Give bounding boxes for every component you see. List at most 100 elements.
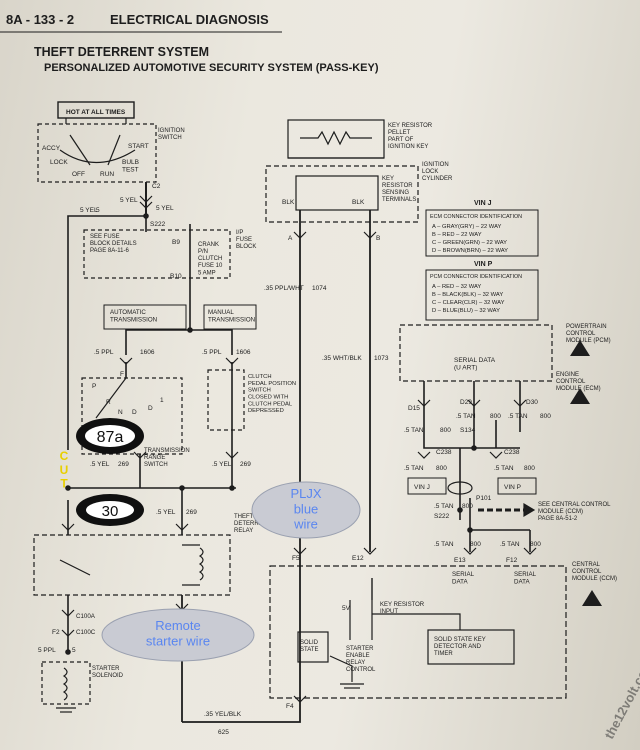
hot-at-all-times-box (57, 101, 135, 119)
splice-s222-b: S222 (434, 513, 450, 520)
pin-f5: F5 (292, 555, 300, 562)
gear-n: N (118, 409, 123, 416)
wire-ppl-left: .5 PPL (94, 349, 114, 356)
hot-label: HOT AT ALL TIMES (66, 109, 126, 116)
theft-deterrent-relay-box (33, 534, 231, 596)
pin-f4: F4 (286, 703, 294, 710)
pin-d29: D29 (460, 399, 472, 406)
vin-j-box: VIN J (414, 484, 430, 491)
page-number: 8A - 133 - 2 (6, 12, 74, 27)
circuit-800-2: 800 (490, 413, 501, 420)
circuit-800-4: 800 (436, 465, 447, 472)
relay-circuit-269: 269 (186, 509, 197, 516)
pcm-row-b: B – BLACK(BLK) – 32 WAY (432, 292, 503, 298)
key-detector-box (427, 629, 515, 665)
pin-f12: F12 (506, 557, 518, 564)
wire-5yel-top: 5 YEL (120, 197, 138, 204)
circuit-800-5: 800 (524, 465, 535, 472)
pin-d30: D30 (526, 399, 538, 406)
circuit-269-right: 269 (240, 461, 251, 468)
circuit-1073: 1073 (374, 355, 389, 362)
splice-s222: S222 (150, 221, 166, 228)
page-subtitle: PERSONALIZED AUTOMOTIVE SECURITY SYSTEM … (44, 62, 379, 74)
pin-e13: E13 (454, 557, 466, 564)
wire-blk-left: BLK (282, 199, 295, 206)
vin-p-box: VIN P (504, 484, 521, 491)
splice-s134: S134 (460, 427, 476, 434)
circuit-800-8: 800 (530, 541, 541, 548)
label-87a: 87a (97, 429, 124, 446)
connector-c100a: C100A (76, 613, 96, 620)
pcm-table-title: PCM CONNECTOR IDENTIFICATION (430, 274, 522, 280)
pcm-row-a: A – RED – 32 WAY (432, 284, 481, 290)
watermark: the12volt.com (601, 657, 640, 741)
wire-tan-1: .5 TAN (404, 427, 424, 434)
wire-blk-right: BLK (352, 199, 365, 206)
ecm-row-c: C – GREEN(GRN) – 22 WAY (432, 240, 507, 246)
wire-5yel-b: 5 YEL (156, 205, 174, 212)
ecm-row-b: B – RED – 22 WAY (432, 232, 482, 238)
serial-data-uart: SERIAL DATA(U ART) (454, 357, 496, 372)
pos-accy: ACCY (42, 145, 61, 152)
pos-run: RUN (100, 171, 114, 178)
pos-off: OFF (72, 171, 85, 178)
gear-p: P (92, 383, 96, 390)
wire-tan-3: .5 TAN (508, 413, 528, 420)
circuit-5-a: 5 (96, 207, 100, 214)
fuse-block-box (83, 229, 231, 279)
gear-r: R (106, 399, 111, 406)
pcm-row-d: D – BLUE(BLU) – 32 WAY (432, 308, 500, 314)
circuit-625-bottom: 625 (218, 729, 229, 736)
wire-5yel-left: 5 YEL (80, 207, 98, 214)
gear-f: F (120, 371, 124, 378)
wire-ppl-right: .5 PPL (202, 349, 222, 356)
wire-tan-6: .5 TAN (434, 503, 454, 510)
circuit-1074: 1074 (312, 285, 327, 292)
pin-f2: F2 (52, 629, 60, 636)
relay-circuit-5: 5 (72, 647, 76, 654)
wire-tan-2: .5 TAN (456, 413, 476, 420)
range-switch-box (81, 377, 183, 455)
wire-tan-8: .5 TAN (500, 541, 520, 548)
wire-1074: .35 PPL/WHT (264, 285, 304, 292)
ecm-row-a: A – GRAY(GRY) – 22 WAY (432, 224, 502, 230)
connector-c238-a: C238 (436, 449, 452, 456)
pcm-ecm-module-box (399, 324, 553, 382)
pin-d15: D15 (408, 405, 420, 412)
pin-b10: B10 (170, 273, 182, 280)
ecm-table-title: ECM CONNECTOR IDENTIFICATION (430, 214, 522, 220)
circuit-800-1: 800 (440, 427, 451, 434)
ecm-row-d: D – BROWN(BRN) – 22 WAY (432, 248, 508, 254)
wire-tan-4: .5 TAN (404, 465, 424, 472)
ignition-lock-cylinder (265, 165, 419, 223)
wire-35yel-blk: .35 YEL/BLK (204, 711, 242, 718)
pin-b9: B9 (172, 239, 180, 246)
pin-a: A (288, 235, 293, 242)
voltage-5v: 5V (342, 605, 351, 612)
vin-p-title: VIN P (474, 261, 493, 268)
connector-c238-b: C238 (504, 449, 520, 456)
wire-tan-5: .5 TAN (494, 465, 514, 472)
page-title: THEFT DETERRENT SYSTEM (34, 45, 209, 59)
